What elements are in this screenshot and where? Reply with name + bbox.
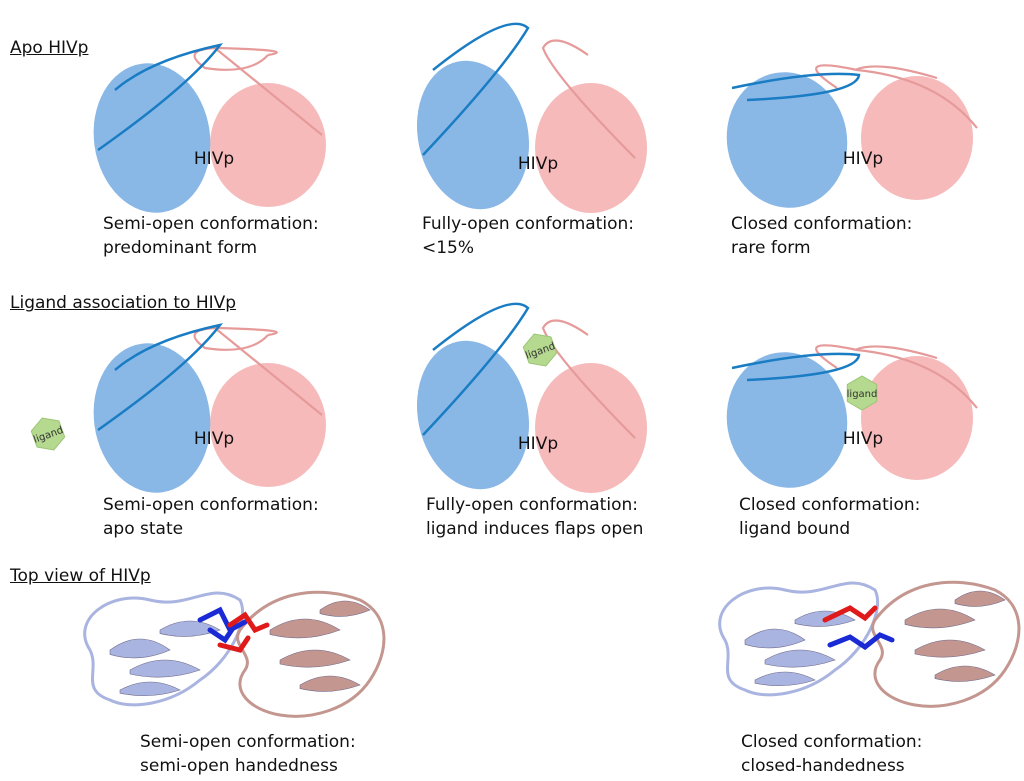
pink-strand (279, 649, 351, 668)
blue-flap-residues (827, 632, 895, 651)
hivp-label: HIVp (194, 429, 234, 449)
hivp-label: HIVp (518, 434, 558, 454)
blue-strand (109, 638, 171, 659)
ligand-label: ligand (847, 389, 878, 400)
blue-strand (764, 649, 836, 668)
blue-strand (119, 681, 181, 697)
left-flap (422, 22, 530, 156)
hivp-schematic: HIVp (726, 64, 978, 208)
pink-strand (319, 600, 371, 617)
caption-ligand-closed: Closed conformation: ligand bound (739, 493, 920, 541)
caption-line: Closed conformation: (731, 214, 913, 234)
pink-coil (236, 590, 386, 718)
ligand-hexagon (846, 375, 878, 411)
pink-strand (299, 675, 361, 692)
caption-apo-semi-open: Semi-open conformation: predominant form (103, 212, 319, 260)
left-flap (731, 72, 861, 102)
left-monomer-lobe (416, 340, 530, 490)
caption-top-closed: Closed conformation: closed-handedness (741, 730, 922, 778)
hivp-schematic: HIVp (416, 302, 647, 493)
left-monomer-lobe (726, 352, 848, 488)
pink-coil (871, 580, 1021, 708)
heading-ligand-association: Ligand association to HIVp (10, 293, 237, 313)
blue-strand (744, 628, 806, 649)
caption-line: closed-handedness (741, 756, 905, 776)
blue-flap-residues (197, 606, 248, 644)
ligand-hexagon (522, 333, 558, 367)
caption-ligand-semi-open: Semi-open conformation: apo state (103, 493, 319, 541)
pink-strand (904, 608, 976, 629)
pink-strand (934, 665, 996, 682)
hivp-label: HIVp (843, 149, 883, 169)
caption-line: Semi-open conformation: (140, 732, 356, 752)
hivp-label: HIVp (518, 154, 558, 174)
red-flap-residues (217, 611, 270, 653)
blue-strand (129, 659, 201, 678)
caption-line: semi-open handedness (140, 756, 338, 776)
caption-line: ligand induces flaps open (426, 519, 644, 539)
right-monomer-lobe (535, 83, 647, 213)
ligand: ligand (30, 417, 66, 451)
caption-line: Closed conformation: (741, 732, 923, 752)
ligand: ligand (846, 375, 878, 411)
ligand-hexagon (30, 417, 66, 451)
right-flap (541, 319, 636, 439)
right-monomer-lobe (861, 356, 973, 480)
right-monomer-lobe (210, 83, 326, 207)
blue-strand (754, 671, 816, 687)
caption-line: apo state (103, 519, 184, 539)
left-monomer-lobe (416, 60, 530, 210)
caption-line: Semi-open conformation: (103, 214, 319, 234)
left-flap (422, 302, 530, 436)
caption-line: predominant form (103, 238, 258, 258)
right-flap-top (854, 65, 938, 80)
caption-line: Closed conformation: (739, 495, 921, 515)
right-monomer-lobe (210, 363, 326, 487)
hivp-schematic: HIVp (93, 43, 326, 213)
caption-line: Fully-open conformation: (422, 214, 634, 234)
caption-ligand-fully-open: Fully-open conformation: ligand induces … (426, 493, 643, 541)
right-flap-top (214, 46, 278, 57)
caption-line: Semi-open conformation: (103, 495, 319, 515)
hivp-label: HIVp (843, 429, 883, 449)
caption-line: ligand bound (739, 519, 851, 539)
left-flap (97, 43, 224, 152)
ligand: ligand (522, 333, 558, 367)
right-flap (541, 39, 636, 159)
right-flap-top (214, 326, 278, 337)
caption-top-semi-open: Semi-open conformation: semi-open handed… (140, 730, 356, 778)
caption-apo-closed: Closed conformation: rare form (731, 212, 912, 260)
top-view-closed-structure (718, 580, 1021, 708)
caption-line: rare form (731, 238, 811, 258)
heading-apo: Apo HIVp (10, 38, 89, 58)
right-flap-top (854, 345, 938, 360)
top-view-semi-open-structure (83, 590, 386, 718)
hivp-schematic: HIVp (93, 323, 326, 493)
hivp-schematic: HIVp (416, 22, 647, 213)
pink-strand (269, 618, 341, 639)
hivp-label: HIVp (194, 149, 234, 169)
blue-strand (159, 620, 221, 637)
left-flap (97, 323, 224, 432)
hivp-schematic: HIVp (726, 344, 978, 488)
left-flap (731, 352, 861, 382)
left-monomer-lobe (93, 63, 211, 213)
right-monomer-lobe (535, 363, 647, 493)
left-monomer-lobe (93, 343, 211, 493)
pink-strand (914, 639, 986, 658)
pink-strand (954, 590, 1006, 607)
caption-line: <15% (422, 238, 475, 258)
left-monomer-lobe (726, 72, 848, 208)
heading-top-view: Top view of HIVp (10, 566, 151, 586)
right-monomer-lobe (861, 76, 973, 200)
red-flap-residues (822, 605, 878, 623)
caption-line: Fully-open conformation: (426, 495, 638, 515)
caption-apo-fully-open: Fully-open conformation: <15% (422, 212, 634, 260)
